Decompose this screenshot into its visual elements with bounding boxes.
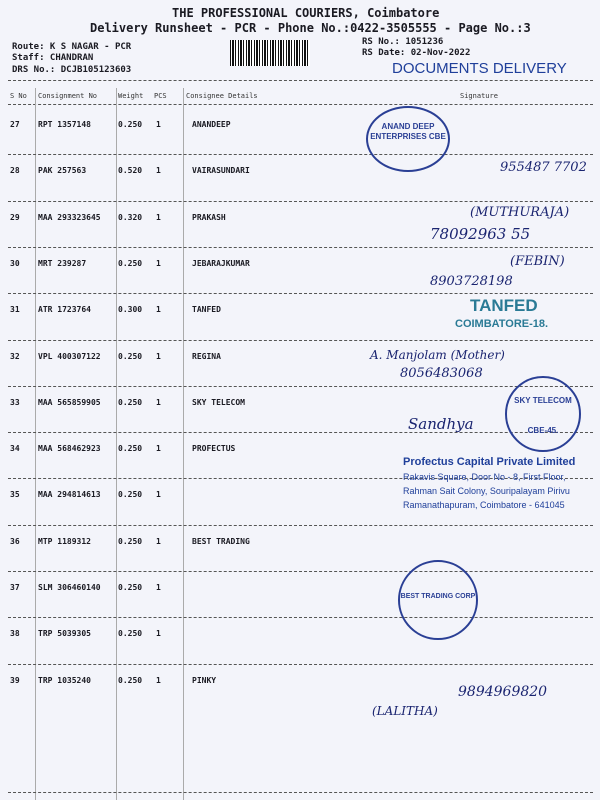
row-cno: MAA 565859905 — [38, 397, 101, 407]
sky-telecom-stamp: SKY TELECOM CBE-45. — [505, 376, 581, 452]
row-weight: 0.250 — [118, 583, 143, 592]
row-weight: 0.250 — [118, 258, 143, 268]
profectus-address-2: Rahman Sait Colony, Souripalayam Pirivu — [403, 486, 570, 496]
row-cno: ATR 1723764 — [38, 305, 91, 315]
staff: Staff: CHANDRAN — [12, 53, 94, 63]
profectus-address-3: Ramanathapuram, Coimbatore - 641045 — [403, 500, 565, 510]
row-sno: 30 — [10, 258, 20, 268]
row-pcs: 1 — [156, 629, 161, 639]
signature-30-name: (FEBIN) — [510, 254, 565, 269]
signature-39-phone: 9894969820 — [458, 684, 548, 700]
row-weight: 0.250 — [118, 120, 143, 129]
row-weight: 0.520 — [118, 166, 143, 176]
signature-39-name: (LALITHA) — [372, 704, 438, 718]
row-sno: 36 — [10, 536, 20, 546]
row-weight: 0.320 — [118, 212, 143, 222]
row-cno: MTP 1189312 — [38, 536, 91, 546]
sky-stamp-name: SKY TELECOM — [514, 396, 572, 405]
rs-date: RS Date: 02-Nov-2022 — [362, 48, 471, 58]
row-consignee: TANFED — [192, 305, 221, 315]
row-weight: 0.250 — [118, 397, 143, 407]
row-cno: SLM 306460140 — [38, 583, 101, 592]
sky-stamp-city: CBE-45. — [527, 426, 559, 435]
row-consignee: REGINA — [192, 351, 221, 361]
row-weight: 0.250 — [118, 351, 143, 361]
anandeep-stamp: ANAND DEEP ENTERPRISES CBE — [366, 106, 450, 172]
row-cno: RPT 1357148 — [38, 120, 91, 129]
signature-29-name: (MUTHURAJA) — [470, 205, 570, 220]
row-consignee: PRAKASH — [192, 212, 226, 222]
company-title: THE PROFESSIONAL COURIERS, Coimbatore — [172, 6, 440, 20]
row-sno: 33 — [10, 397, 20, 407]
row-cno: TRP 1035240 — [38, 675, 91, 685]
tanfed-stamp-city: COIMBATORE-18. — [455, 318, 549, 330]
row-sno: 37 — [10, 583, 20, 592]
profectus-address-1: Rakavis Square, Door No - 8, First Floor… — [403, 472, 566, 482]
row-sno: 32 — [10, 351, 20, 361]
row-pcs: 1 — [156, 397, 161, 407]
row-pcs: 1 — [156, 258, 161, 268]
row-consignee: JEBARAJKUMAR — [192, 258, 250, 268]
row-consignee: BEST TRADING — [192, 536, 250, 546]
row-pcs: 1 — [156, 444, 161, 454]
profectus-stamp: Profectus Capital Private Limited — [403, 456, 576, 468]
row-cno: PAK 257563 — [38, 166, 87, 176]
row-cno: MAA 293323645 — [38, 212, 101, 222]
row-pcs: 1 — [156, 305, 161, 315]
documents-delivery-stamp: DOCUMENTS DELIVERY — [392, 60, 567, 77]
row-sno: 31 — [10, 305, 20, 315]
row-cno: MAA 294814613 — [38, 490, 101, 500]
row-weight: 0.250 — [118, 675, 143, 685]
row-pcs: 1 — [156, 212, 161, 222]
row-cno: TRP 5039305 — [38, 629, 91, 639]
col-signature: Signature — [460, 92, 498, 100]
barcode — [230, 40, 310, 66]
row-sno: 38 — [10, 629, 20, 639]
signature-28: 955487 7702 — [500, 160, 587, 175]
row-weight: 0.250 — [118, 629, 143, 639]
col-sno: S No — [10, 92, 27, 100]
signature-32-name: A. Manjolam (Mother) — [370, 348, 505, 362]
row-consignee: SKY TELECOM — [192, 397, 245, 407]
row-consignee: PROFECTUS — [192, 444, 236, 454]
row-cno: VPL 400307122 — [38, 351, 101, 361]
row-pcs: 1 — [156, 536, 161, 546]
row-weight: 0.300 — [118, 305, 143, 315]
signature-33: Sandhya — [408, 415, 474, 433]
col-weight: Weight — [118, 92, 144, 100]
row-pcs: 1 — [156, 583, 161, 592]
row-sno: 35 — [10, 490, 20, 500]
row-pcs: 1 — [156, 351, 161, 361]
row-pcs: 1 — [156, 490, 161, 500]
row-sno: 39 — [10, 675, 20, 685]
col-pcs: PCS — [154, 92, 167, 100]
row-pcs: 1 — [156, 166, 161, 176]
signature-29-phone: 78092963 55 — [430, 225, 531, 243]
row-consignee: VAIRASUNDARI — [192, 166, 250, 176]
row-weight: 0.250 — [118, 490, 143, 500]
col-consignee: Consignee Details — [186, 92, 258, 100]
best-trading-stamp: BEST TRADING CORP — [398, 560, 478, 640]
row-pcs: 1 — [156, 120, 161, 129]
runsheet-subtitle: Delivery Runsheet - PCR - Phone No.:0422… — [90, 21, 531, 35]
col-consignment: Consignment No — [38, 92, 98, 100]
row-sno: 29 — [10, 212, 20, 222]
signature-30-phone: 8903728198 — [430, 274, 513, 289]
signature-32-phone: 8056483068 — [400, 366, 483, 381]
row-weight: 0.250 — [118, 444, 143, 454]
row-cno: MAA 568462923 — [38, 444, 101, 454]
row-consignee: ANANDEEP — [192, 120, 231, 129]
row-consignee: PINKY — [192, 675, 217, 685]
rs-number: RS No.: 1051236 — [362, 37, 444, 47]
drs-number: DRS No.: DCJB105123603 — [12, 65, 132, 75]
row-sno: 28 — [10, 166, 20, 176]
tanfed-stamp: TANFED — [470, 296, 538, 315]
row-weight: 0.250 — [118, 536, 143, 546]
row-sno: 34 — [10, 444, 20, 454]
row-sno: 27 — [10, 120, 20, 129]
row-pcs: 1 — [156, 675, 161, 685]
route: Route: K S NAGAR - PCR — [12, 42, 132, 52]
row-cno: MRT 239287 — [38, 258, 87, 268]
